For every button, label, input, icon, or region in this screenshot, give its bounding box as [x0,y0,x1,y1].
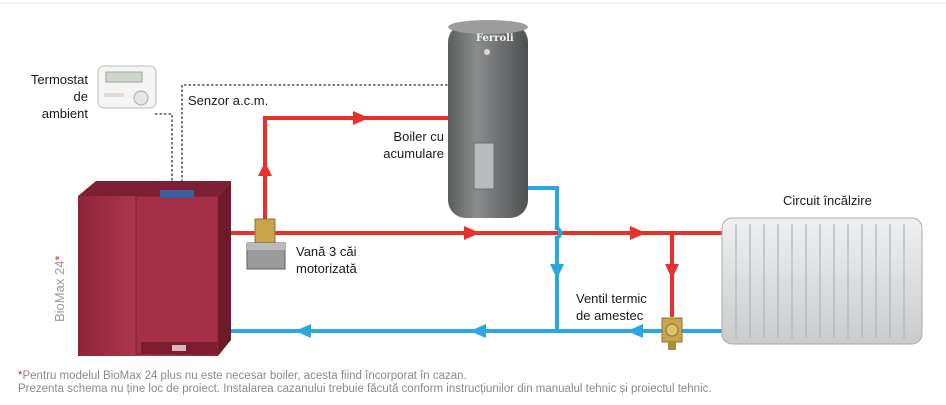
hot-arrows [258,111,679,279]
cold-arrows [295,264,643,338]
arrow-right-top [353,111,369,125]
radiator-fins [735,224,905,338]
tank-label: Boiler cu acumulare [383,129,444,161]
hot-water-tank [448,20,528,218]
boiler-model-label: BioMax 24* [52,255,67,322]
biomax-boiler [78,181,231,356]
arrow-down-blue [550,264,564,279]
footnotes: *Pentru modelul BioMax 24 plus nu este n… [18,370,712,396]
three-way-valve-label: Vană 3 căi motorizată [296,244,357,276]
footnote-line-2: Prezenta schema nu ține loc de proiect. … [18,383,712,395]
sensor-label: Senzor a.c.m. [188,93,269,108]
arrow-left-1 [295,324,311,338]
sensor-wire [181,84,448,182]
footnote-line-1: *Pentru modelul BioMax 24 plus nu este n… [18,370,467,382]
arrow-down [665,264,679,279]
mixing-valve-label: Ventil termic de amestec [576,291,647,323]
thermostat [97,65,157,109]
arrow-left-3 [627,324,643,338]
tank-return-top [526,186,559,230]
thermostat-label: Termostat de ambient [30,72,88,121]
three-way-valve [246,218,286,270]
arrow-right-1 [464,226,480,240]
thermostat-wire [155,113,173,182]
arrow-up [258,162,272,176]
arrow-right-2 [630,226,646,240]
hot-tank-pipe [263,116,450,222]
tank-brand-logo: Ferroli [476,33,514,44]
arrow-left-2 [470,324,486,338]
heating-circuit-label: Circuit încălzire [783,193,872,208]
sensor-lines [155,84,448,182]
radiator [721,217,923,345]
mixing-valve [661,317,683,350]
